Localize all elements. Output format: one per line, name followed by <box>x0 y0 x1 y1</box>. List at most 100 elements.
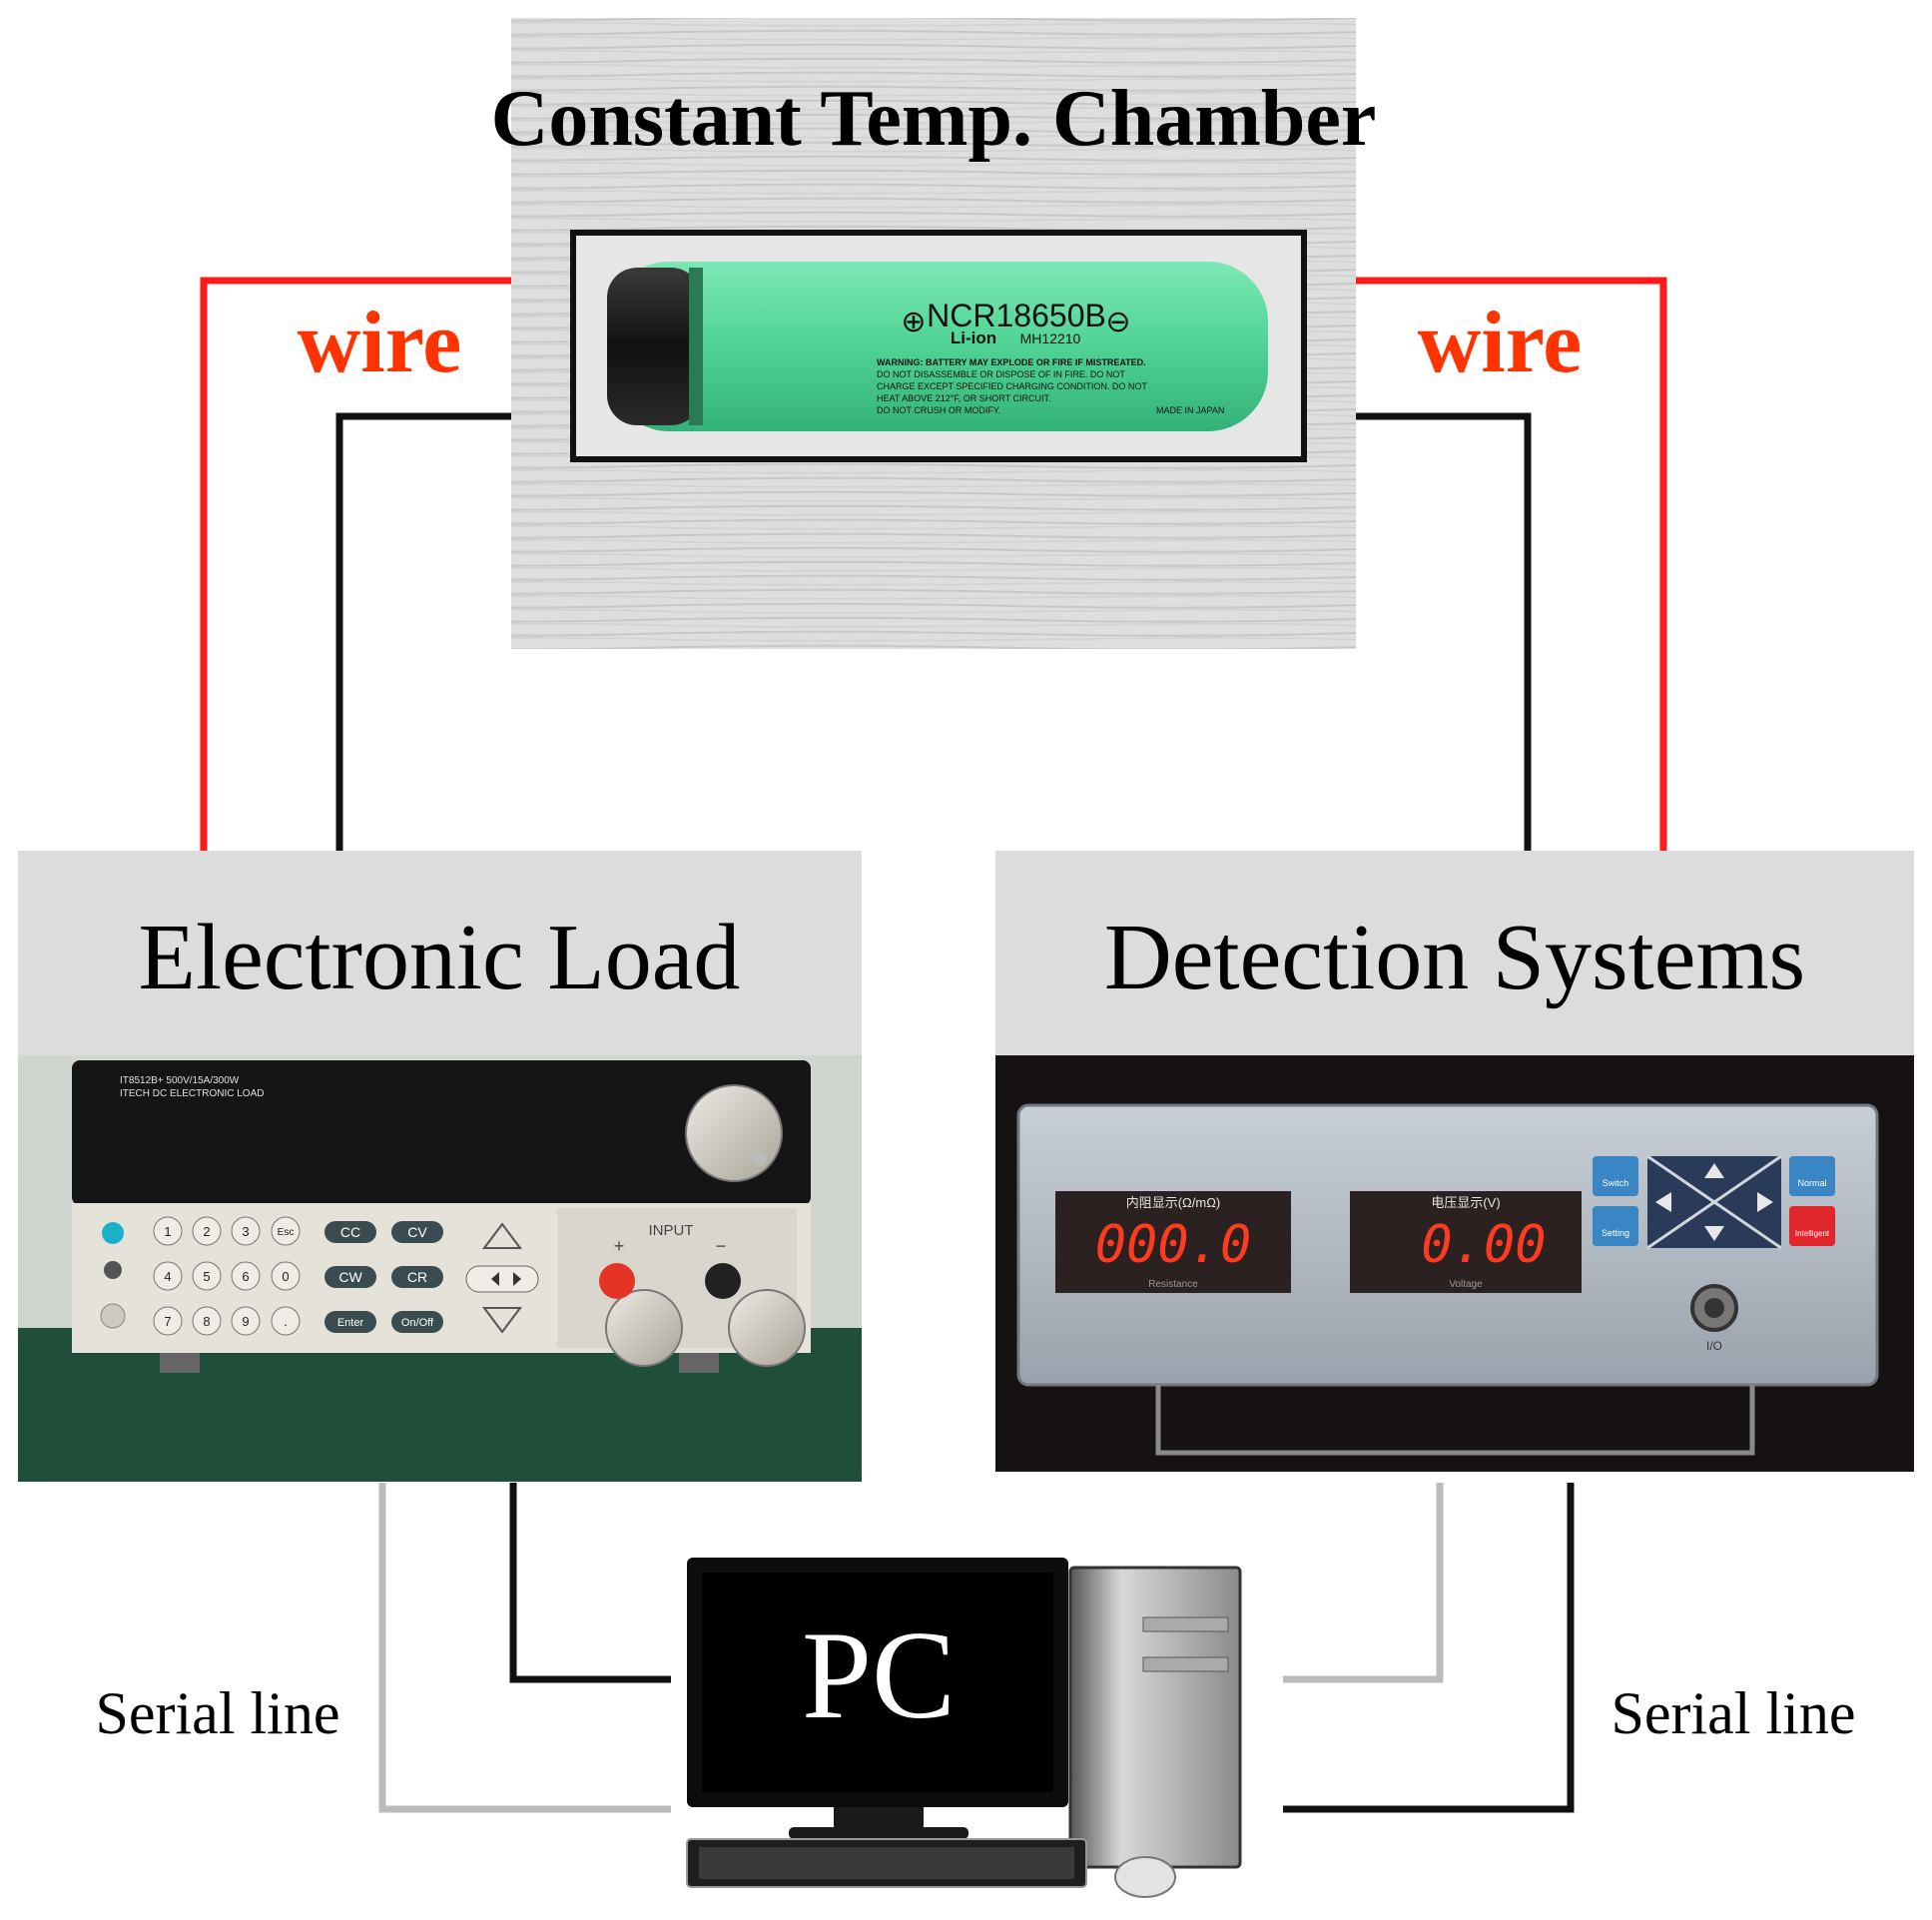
svg-text:1: 1 <box>164 1224 171 1239</box>
svg-text:CV: CV <box>407 1224 427 1240</box>
load-top-bezel <box>72 1060 811 1205</box>
tower-drive-bay <box>1142 1616 1229 1632</box>
svg-text:7: 7 <box>164 1314 171 1329</box>
resistance-value: 000.0 <box>1095 1215 1252 1275</box>
resistance-display <box>1055 1191 1291 1293</box>
mode-key: CR <box>391 1266 443 1288</box>
battery-warning-line: CHARGE EXCEPT SPECIFIED CHARGING CONDITI… <box>877 381 1147 391</box>
battery-model: NCR18650B <box>927 298 1106 333</box>
arrow-down-icon <box>482 1307 522 1334</box>
svg-text:CW: CW <box>338 1269 362 1285</box>
load-keypad: 1 2 3 Esc 4 5 6 0 7 8 9 . <box>153 1216 301 1336</box>
keypad-key: 5 <box>192 1261 222 1291</box>
arrow-down-icon <box>1704 1226 1724 1241</box>
battery-cell: ⊕ NCR18650B ⊖ Li-ion MH12210 WARNING: BA… <box>607 262 1268 431</box>
monitor-screen <box>702 1573 1053 1792</box>
keypad-key: 2 <box>192 1216 222 1246</box>
black-wire-right <box>1356 412 1532 851</box>
keypad-key: 3 <box>231 1216 261 1246</box>
battery-origin: MADE IN JAPAN <box>1156 405 1224 415</box>
load-positive-terminal-ring <box>599 1263 635 1299</box>
svg-text:CR: CR <box>407 1269 427 1285</box>
mouse <box>1114 1856 1176 1898</box>
keypad-key: . <box>271 1306 301 1336</box>
voltage-caption: Voltage <box>1449 1279 1483 1290</box>
svg-text:On/Off: On/Off <box>401 1317 434 1329</box>
detection-systems-header <box>995 851 1914 1055</box>
mode-key: CC <box>324 1221 376 1243</box>
arrow-up-icon <box>482 1222 522 1249</box>
svg-text:8: 8 <box>203 1314 210 1329</box>
svg-text:0: 0 <box>282 1269 289 1284</box>
chamber-title: Constant Temp. Chamber <box>491 75 1377 163</box>
load-brand-line-2: ITECH DC ELECTRONIC LOAD <box>120 1088 264 1099</box>
mode-key: Enter <box>324 1311 376 1333</box>
resistance-display-label: 内阻显示(Ω/mΩ) <box>1126 1195 1221 1210</box>
svg-text:6: 6 <box>242 1269 249 1284</box>
electronic-load-panel: Electronic Load IT8512B+ 500V/15A/300W I… <box>18 851 862 1482</box>
green-bench-mat <box>18 1328 862 1482</box>
keypad-key: 1 <box>153 1216 183 1246</box>
io-connector-core <box>1704 1298 1724 1318</box>
load-input-label: INPUT <box>649 1222 694 1239</box>
load-negative-terminal-ring <box>705 1263 741 1299</box>
arrow-left-right-button <box>465 1265 539 1293</box>
battery-ring <box>689 268 703 425</box>
serial-line-black-right <box>1283 1483 1575 1813</box>
detection-systems-panel: Detection Systems 内阻显示(Ω/mΩ) 000.0 Resis… <box>995 851 1914 1472</box>
wire-label-left: wire <box>298 295 462 391</box>
electronic-load-photo: IT8512B+ 500V/15A/300W ITECH DC ELECTRON… <box>18 1055 862 1482</box>
load-knob-dimple <box>751 1150 767 1166</box>
load-local-button <box>104 1261 122 1279</box>
battery-warning-line: HEAT ABOVE 212°F, OR SHORT CIRCUIT. <box>877 393 1050 403</box>
svg-text:5: 5 <box>203 1269 210 1284</box>
serial-line-label-right: Serial line <box>1611 1680 1856 1746</box>
battery-chemistry: Li-ion <box>951 328 996 347</box>
electronic-load-title: Electronic Load <box>139 906 741 1009</box>
serial-line-label-left: Serial line <box>96 1680 340 1746</box>
pc-tower <box>1068 1566 1242 1869</box>
pc-label: PC <box>802 1606 956 1745</box>
battery-plus-symbol: ⊕ <box>901 306 926 338</box>
red-wire-right <box>1356 277 1667 851</box>
load-plus-label: + <box>614 1236 625 1256</box>
svg-text:3: 3 <box>242 1224 249 1239</box>
electronic-load-header <box>18 851 862 1055</box>
battery-body <box>609 262 1268 431</box>
load-feet <box>160 1353 200 1373</box>
load-power-indicator <box>102 1222 124 1244</box>
load-negative-terminal <box>728 1289 806 1367</box>
serial-connections <box>378 1483 1575 1813</box>
constant-temp-chamber: Constant Temp. Chamber ⊕ NCR18650B ⊖ Li-… <box>491 18 1377 649</box>
keypad-key: Esc <box>271 1216 301 1246</box>
load-brand-line-1: IT8512B+ 500V/15A/300W <box>120 1075 240 1086</box>
load-mode-keys: CC CV CW CR Enter On/Off <box>324 1221 443 1333</box>
svg-text:.: . <box>284 1314 288 1329</box>
load-power-switch <box>100 1303 126 1329</box>
mode-key: On/Off <box>391 1311 443 1333</box>
setting-button-label: Setting <box>1602 1228 1629 1238</box>
keyboard-keys <box>699 1847 1074 1879</box>
intelligent-button <box>1789 1206 1835 1246</box>
keypad-key: 0 <box>271 1261 301 1291</box>
arrow-up-icon <box>1704 1163 1724 1178</box>
setting-button <box>1593 1206 1638 1246</box>
io-connector-label: I/O <box>1706 1339 1722 1353</box>
switch-button <box>1593 1156 1638 1196</box>
load-arrow-pad <box>465 1222 539 1334</box>
keypad-key: 7 <box>153 1306 183 1336</box>
voltage-display <box>1350 1191 1582 1293</box>
voltage-value: 0.00 <box>1421 1215 1546 1275</box>
arrow-right-icon <box>1757 1192 1773 1212</box>
svg-text:9: 9 <box>242 1314 249 1329</box>
normal-button-label: Normal <box>1797 1178 1826 1188</box>
resistance-caption: Resistance <box>1148 1279 1198 1290</box>
svg-text:Esc: Esc <box>278 1227 295 1238</box>
load-feet <box>679 1353 719 1373</box>
arrow-left-icon <box>491 1272 499 1286</box>
instrument-stand <box>1155 1385 1755 1456</box>
voltage-display-label: 电压显示(V) <box>1431 1195 1500 1210</box>
svg-text:CC: CC <box>340 1224 360 1240</box>
switch-button-label: Switch <box>1603 1178 1629 1188</box>
